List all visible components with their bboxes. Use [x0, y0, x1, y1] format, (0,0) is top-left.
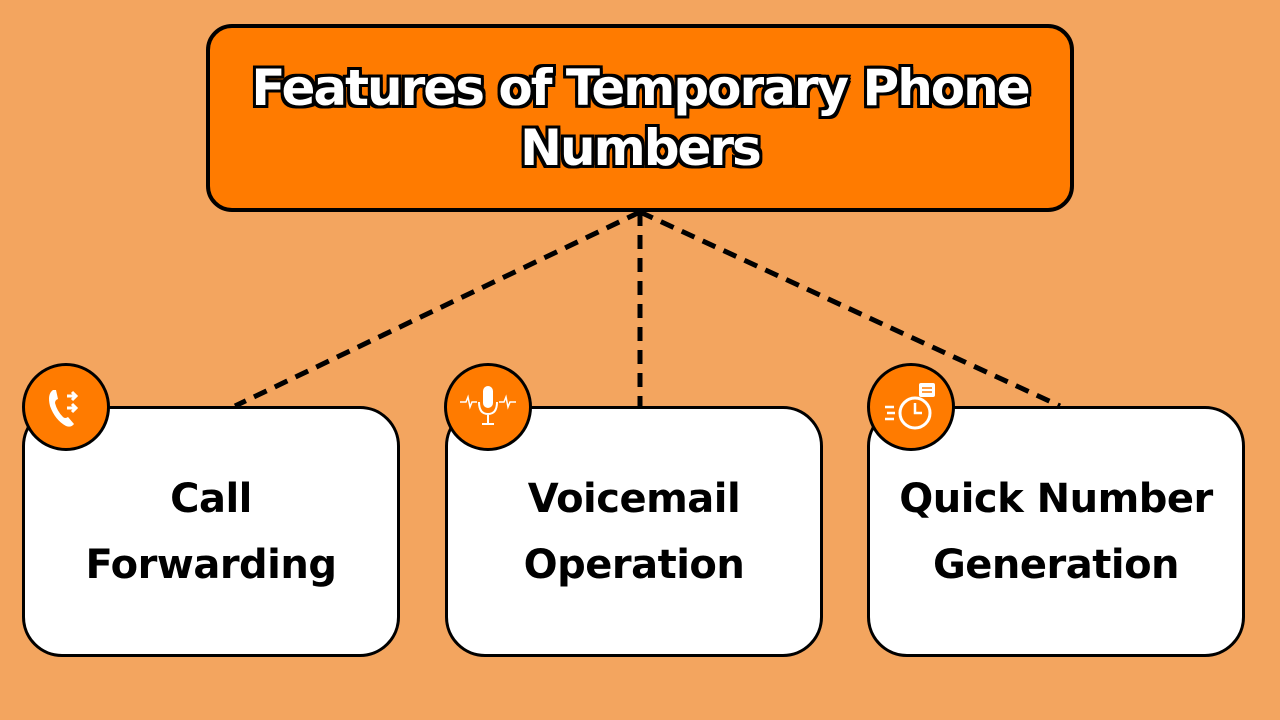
phone-forward-icon [22, 363, 110, 451]
diagram-title: Features of Temporary Phone Numbers [251, 59, 1030, 177]
feature-card-voicemail: Voicemail Operation [445, 406, 823, 657]
feature-card-call-forwarding: Call Forwarding [22, 406, 400, 657]
connector-call-forwarding [233, 209, 642, 409]
feature-label: Quick Number Generation [899, 475, 1213, 588]
microphone-icon [444, 363, 532, 451]
feature-card-quick-number: Quick Number Generation [867, 406, 1245, 657]
feature-label: Voicemail Operation [523, 475, 745, 588]
title-box: Features of Temporary Phone Numbers [206, 24, 1074, 212]
feature-label: Call Forwarding [85, 475, 337, 588]
stopwatch-icon [867, 363, 955, 451]
connector-quick-number [638, 209, 1062, 409]
